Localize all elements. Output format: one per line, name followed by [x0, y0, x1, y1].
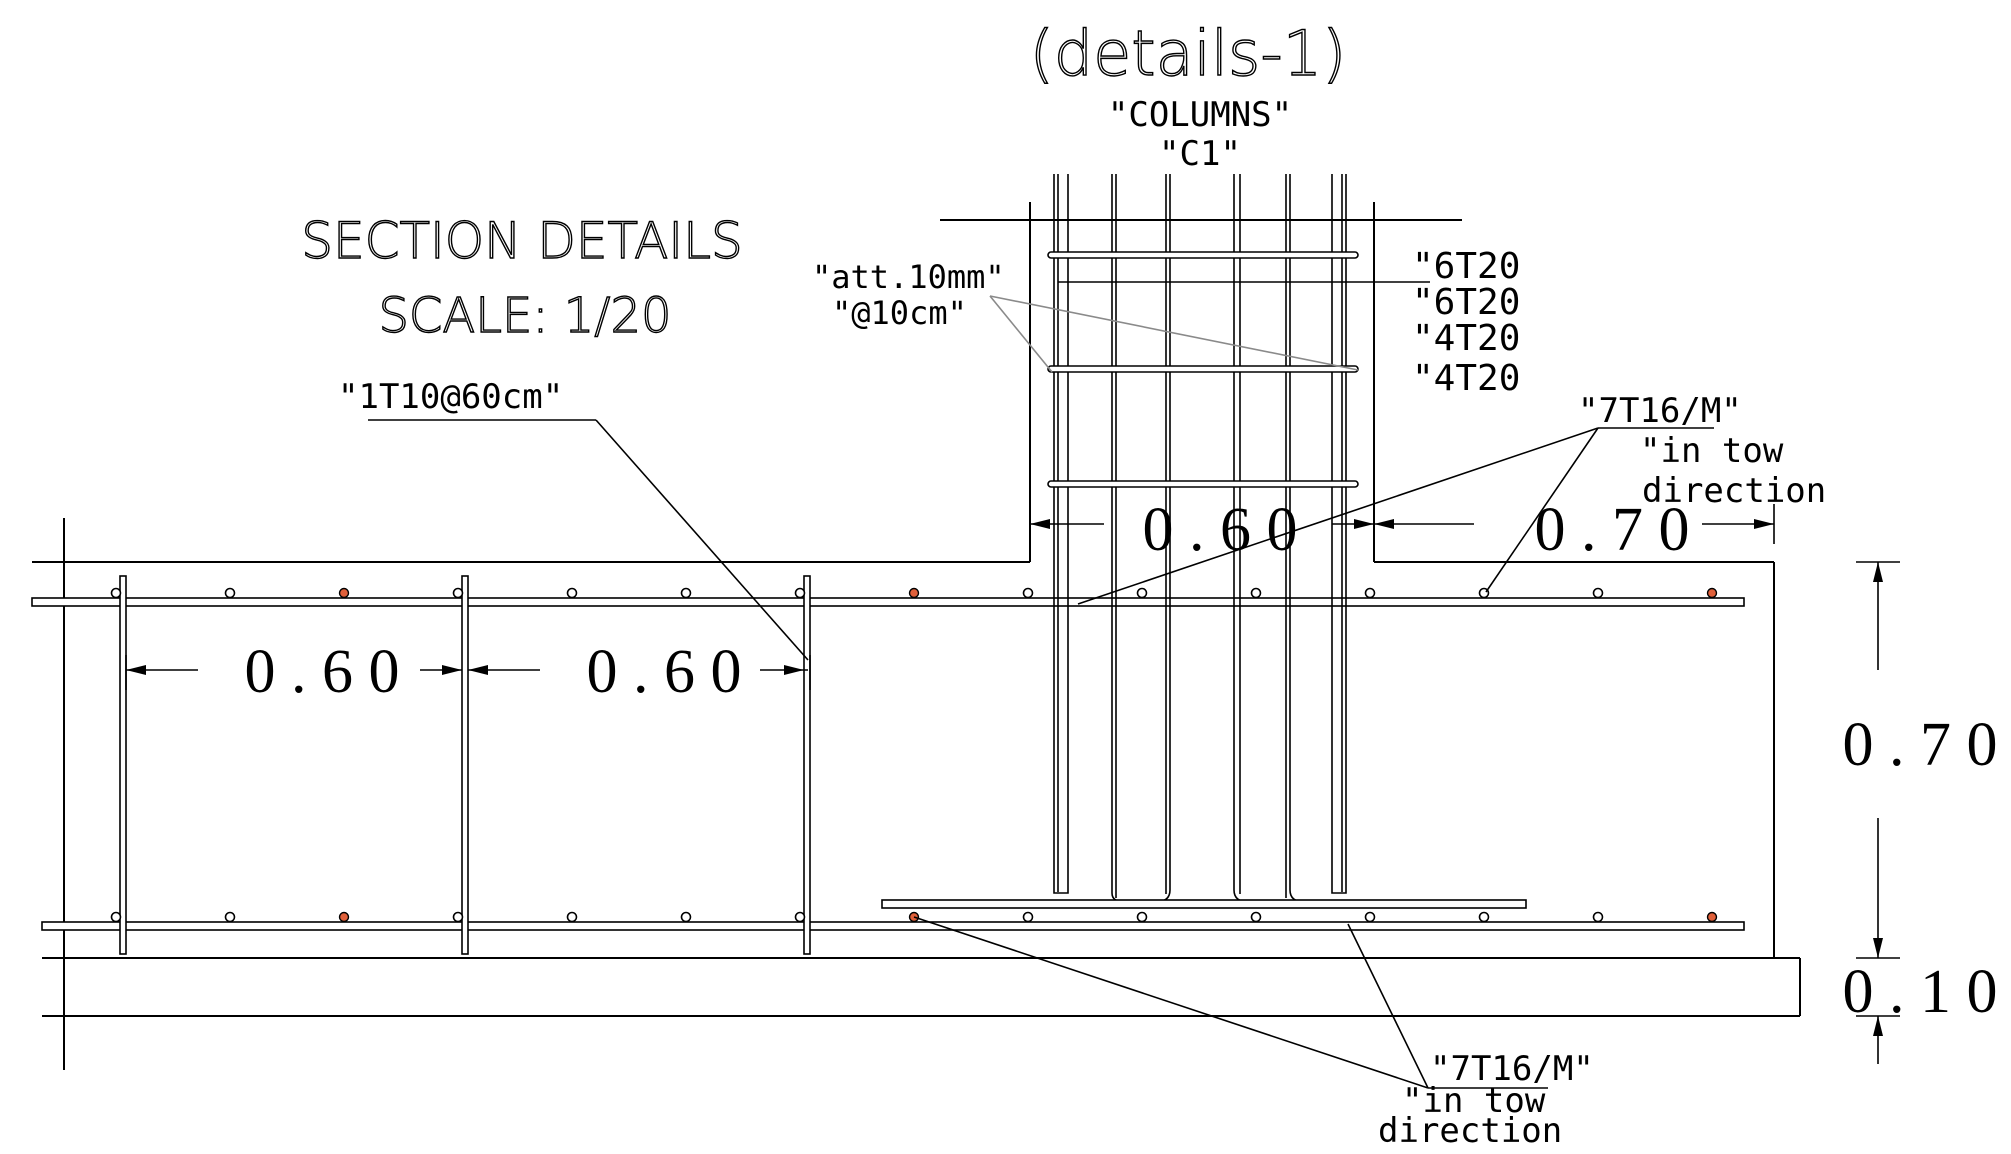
bottom-mesh-leader-1 — [913, 916, 1429, 1089]
column-id-label: "C1" — [1159, 134, 1241, 174]
column-starter-base — [881, 899, 1527, 909]
column-tie-2 — [1047, 365, 1359, 373]
ties-diameter-label: "att.10mm" — [812, 258, 1005, 296]
column-bars-label-3: "4T20 — [1412, 318, 1520, 359]
top-mesh-label: "7T16/M" — [1578, 391, 1742, 431]
stirrup-1 — [119, 575, 127, 955]
dim-column-width — [1030, 519, 1374, 529]
top-mesh-leader-2 — [1485, 427, 1599, 593]
details-title: (details-1) — [1030, 17, 1347, 90]
column-bars-label-1: "6T20 — [1412, 246, 1520, 287]
bottom-mesh-label: "7T16/M" — [1430, 1049, 1594, 1089]
bottom-mesh-bar — [41, 921, 1745, 931]
top-bar-sections — [110, 587, 1718, 599]
section-title: SECTION DETAILS — [301, 212, 742, 270]
dim-stirrup-2 — [468, 655, 811, 690]
stirrup-3 — [803, 575, 811, 955]
dim-stirrup-1-text: 0 . 6 0 — [245, 638, 400, 706]
dim-stirrup-2-text: 0 . 6 0 — [587, 638, 742, 706]
dim-footing-depth — [1856, 561, 1900, 959]
top-mesh-direction-2: direction — [1642, 471, 1826, 511]
stirrup-spacing-label: "1T10@60cm" — [338, 377, 563, 417]
scale-label: SCALE: 1/20 — [378, 288, 671, 344]
bottom-bar-sections — [110, 911, 1718, 923]
bottom-mesh-direction-2: direction — [1378, 1111, 1562, 1151]
dim-footing-depth-text: 0 . 7 0 — [1843, 711, 1998, 779]
ties-leader-2 — [989, 295, 1359, 371]
stirrup-2 — [461, 575, 469, 955]
column-tie-1 — [1047, 251, 1359, 259]
ties-leader-1 — [989, 295, 1053, 373]
bottom-mesh-leader-2 — [1347, 923, 1429, 1089]
dim-blinding-text: 0 . 1 0 — [1843, 958, 1998, 1026]
dim-column-width-text: 0 . 6 0 — [1143, 496, 1298, 564]
column-bars-label-4: "4T20 — [1412, 358, 1520, 399]
stirrup-leader — [595, 419, 809, 661]
ties-spacing-label: "@10cm" — [832, 294, 967, 332]
dim-blinding — [1856, 1015, 1900, 1064]
dim-cantilever-text: 0 . 7 0 — [1535, 496, 1690, 564]
dim-stirrup-1 — [125, 655, 462, 690]
columns-label: "COLUMNS" — [1108, 95, 1292, 135]
top-mesh-leader-1 — [1077, 427, 1599, 605]
top-mesh-bar — [31, 597, 1745, 607]
dim-cantilever — [1374, 504, 1775, 544]
top-mesh-direction-1: "in tow — [1640, 431, 1784, 471]
column-bars-label-2: "6T20 — [1412, 282, 1520, 323]
column-tie-3 — [1047, 480, 1359, 488]
